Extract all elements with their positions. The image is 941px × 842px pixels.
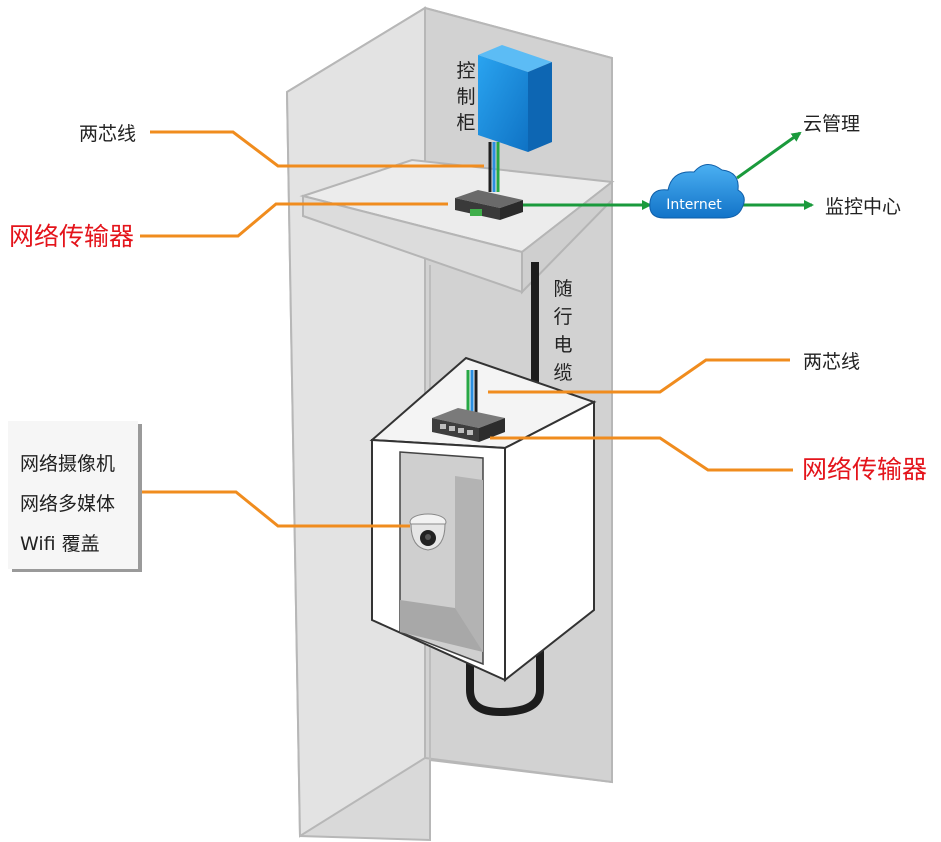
leader-transmitter-top	[140, 202, 448, 238]
transmitter-label-top: 网络传输器	[9, 222, 134, 251]
cabinet-label-char: 制	[456, 86, 475, 108]
leader-camera	[138, 490, 410, 528]
cabinet-label-char: 柜	[456, 112, 475, 134]
traveling-cable-label-char: 电	[553, 334, 572, 356]
car-interior-wall	[455, 476, 483, 652]
car-side	[504, 400, 595, 683]
network-transmitter-car	[432, 408, 505, 442]
ethernet-port	[449, 426, 455, 431]
transmitter-top-side	[500, 200, 523, 220]
transmitter-car-lid	[432, 408, 505, 428]
cabinet-label-char: 控	[456, 60, 475, 82]
cabinet-side	[528, 62, 552, 152]
arrow-to-cloud-management	[736, 131, 802, 180]
network-arrows	[523, 131, 814, 210]
control-cabinet	[478, 45, 552, 152]
feature-network-camera: 网络摄像机	[20, 453, 116, 475]
feature-wifi-coverage: Wifi 覆盖	[20, 533, 100, 555]
leader-transmitter-car	[490, 436, 793, 472]
cabinet-front	[478, 55, 528, 152]
traveling-cable-label-char: 随	[553, 278, 572, 300]
car-floor	[400, 600, 483, 652]
traveling-cable-label-char: 行	[553, 306, 572, 328]
dome-camera-icon	[409, 513, 447, 551]
leader-two-core-top	[150, 130, 484, 168]
internet-cloud-icon: Internet	[649, 164, 745, 219]
two-core-label-top: 两芯线	[79, 123, 136, 145]
traveling-cable-label-char: 缆	[553, 362, 572, 384]
elevator-car	[369, 356, 597, 683]
transmitter-top-lid	[455, 190, 523, 208]
ethernet-port	[467, 430, 473, 435]
internet-label: Internet	[666, 197, 722, 213]
ethernet-port	[458, 428, 464, 433]
ethernet-port	[440, 424, 446, 429]
monitoring-center-label: 监控中心	[825, 196, 901, 218]
leader-lines	[138, 130, 793, 528]
feature-network-multimedia: 网络多媒体	[20, 493, 116, 515]
control-cabinet-label: 控 制 柜	[456, 60, 475, 134]
cabinet-top	[478, 45, 552, 72]
cloud-management-label: 云管理	[803, 113, 860, 135]
terminal-block	[470, 209, 482, 216]
transmitter-label-car: 网络传输器	[802, 455, 927, 484]
two-core-wire-top	[488, 142, 500, 192]
feature-list-panel: 网络摄像机 网络多媒体 Wifi 覆盖	[8, 421, 138, 569]
two-core-label-car: 两芯线	[803, 351, 860, 373]
network-transmitter-top	[455, 190, 523, 220]
traveling-cable: 随 行 电 缆	[466, 262, 573, 717]
leader-two-core-car	[488, 358, 790, 394]
transmitter-car-side	[479, 418, 505, 442]
